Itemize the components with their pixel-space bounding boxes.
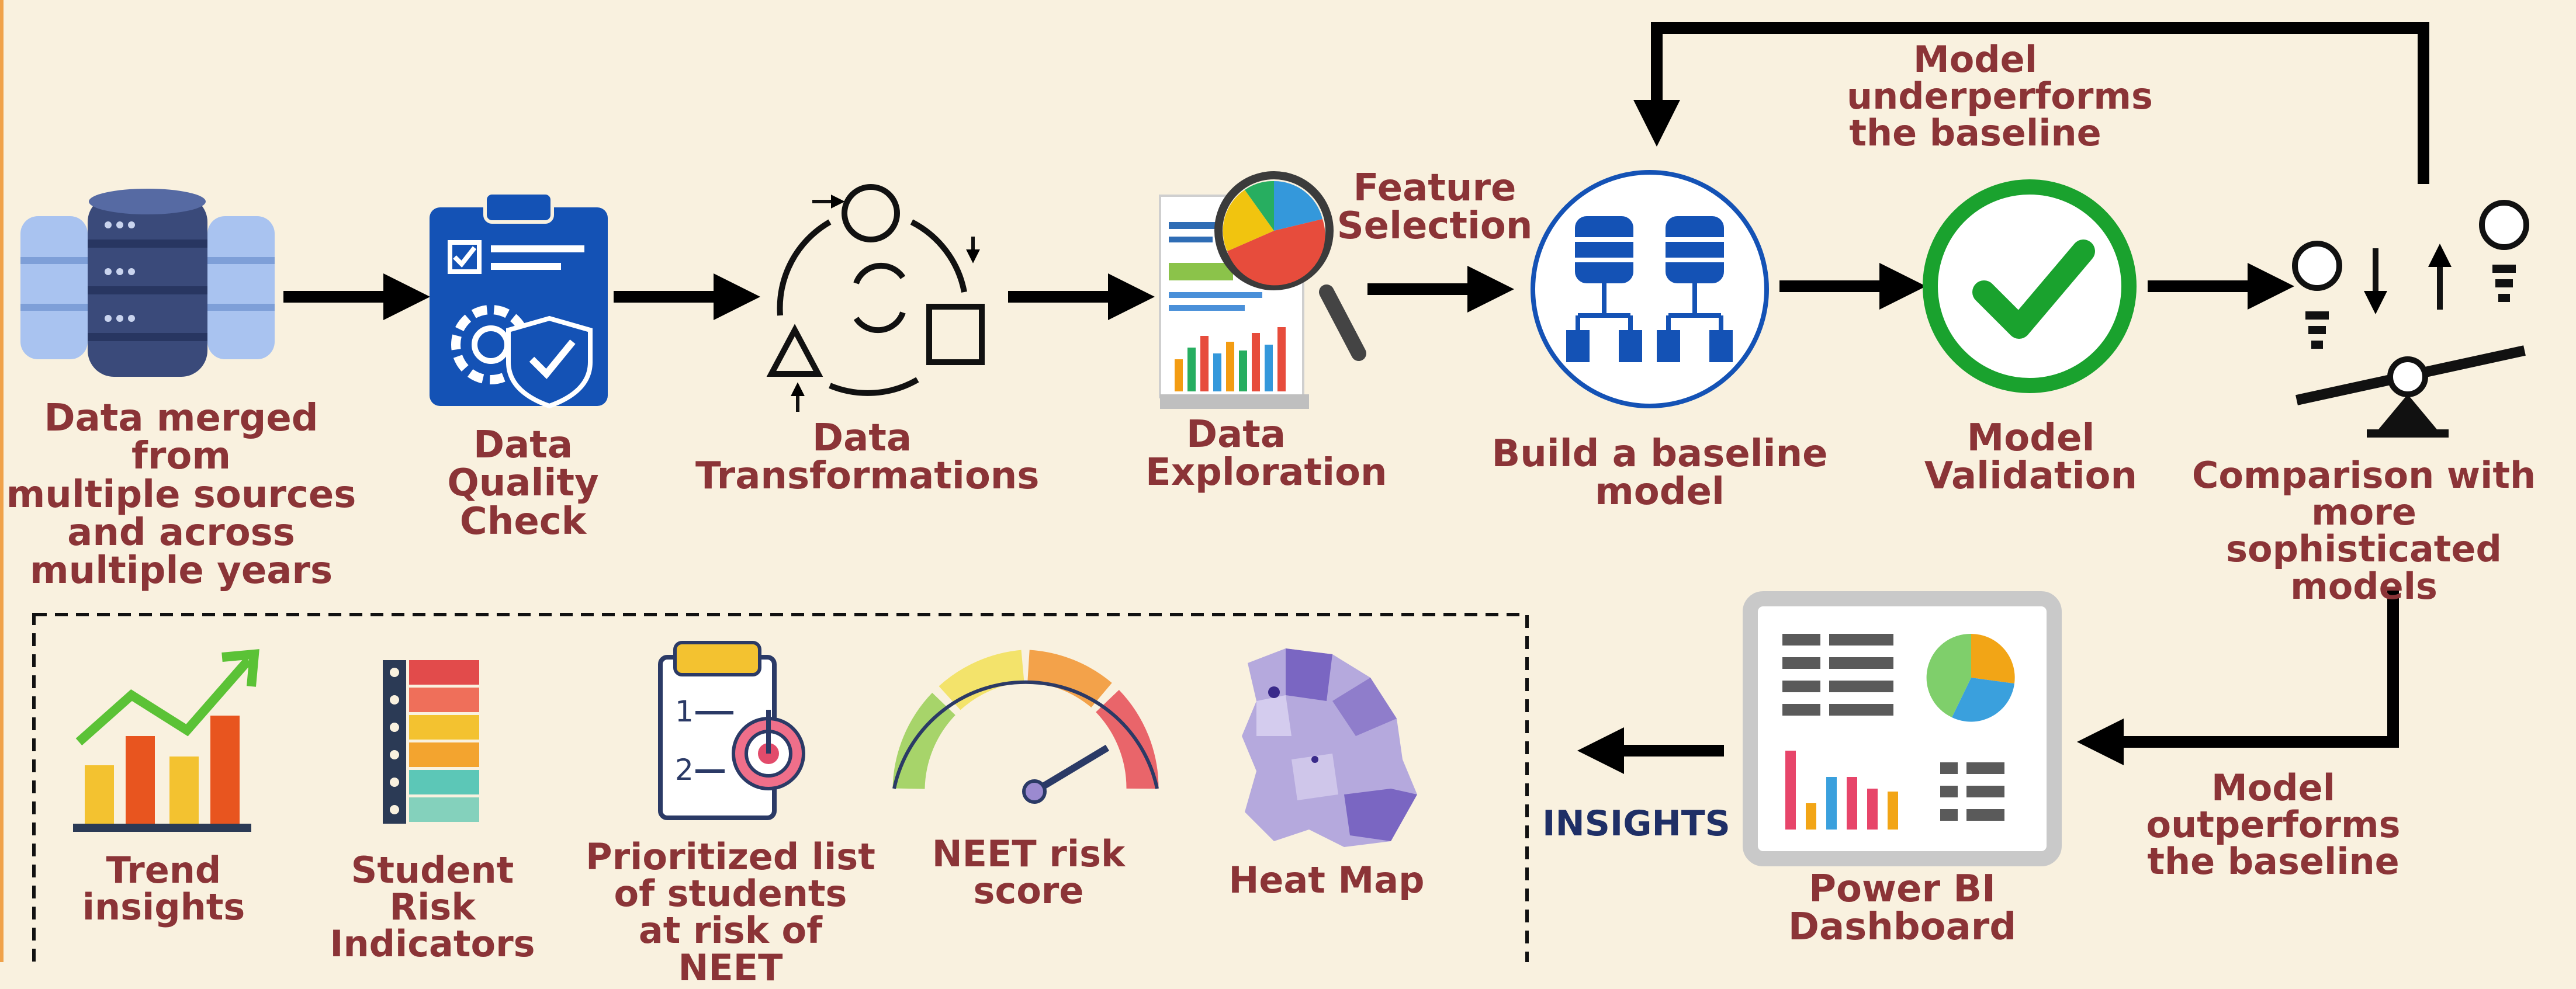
label-data-transformations: Data Transformations: [695, 417, 1040, 498]
label-model-validation: Model Validation: [1924, 417, 2138, 498]
arrow-comparison-to-dashboard: [2077, 590, 2399, 765]
checkmark-circle-icon: [1923, 179, 2137, 393]
label-underperforms: Model underperforms the baseline: [1847, 38, 2153, 155]
label-outperforms: Model outperforms the baseline: [2146, 766, 2401, 883]
gauge-icon: [892, 650, 1159, 804]
flow-arrows: [283, 22, 2429, 774]
label-insights: INSIGHTS: [1542, 803, 1730, 844]
map-icon: [1242, 648, 1417, 847]
label-data-exploration: Data Exploration: [1145, 413, 1387, 495]
label-prioritized-list: Prioritized list of students at risk of …: [586, 835, 875, 989]
shapes-cycle-icon: [766, 184, 985, 412]
label-neet-score: NEET risk score: [932, 832, 1126, 912]
label-data-merged: Data merged from multiple sources and ac…: [6, 397, 356, 593]
label-feature-selection: Feature Selection: [1337, 166, 1533, 248]
bar-trend-icon: [73, 649, 259, 832]
database-network-icon: [1531, 170, 1769, 408]
left-accent-bar: [0, 0, 4, 962]
label-baseline-model: Build a baseline model: [1491, 432, 1828, 514]
workflow-diagram: 1 2: [20, 22, 2529, 962]
label-trend-insights: Trend insights: [82, 849, 245, 929]
label-heat-map: Heat Map: [1228, 859, 1425, 901]
label-comparison: Comparison with more sophisticated model…: [2191, 454, 2536, 608]
label-risk-indicators: Student Risk Indicators: [330, 849, 535, 966]
database-stack-icon: [20, 189, 275, 377]
report-magnifier-icon: [1159, 171, 1366, 409]
label-data-quality: Data Quality Check: [447, 424, 599, 543]
ab-balance-scale-icon: [2292, 200, 2529, 438]
dashboard-icon: [1743, 591, 2062, 866]
svg-text:1: 1: [675, 695, 694, 728]
svg-text:2: 2: [675, 753, 694, 787]
list-indicators-icon: [383, 660, 479, 824]
label-power-bi: Power BI Dashboard: [1788, 867, 2017, 949]
clipboard-gear-shield-icon: [430, 191, 608, 409]
clipboard-target-icon: 1 2: [658, 641, 805, 820]
arrow-feedback-loop: [1633, 22, 2429, 184]
insights-box: [32, 613, 1529, 962]
